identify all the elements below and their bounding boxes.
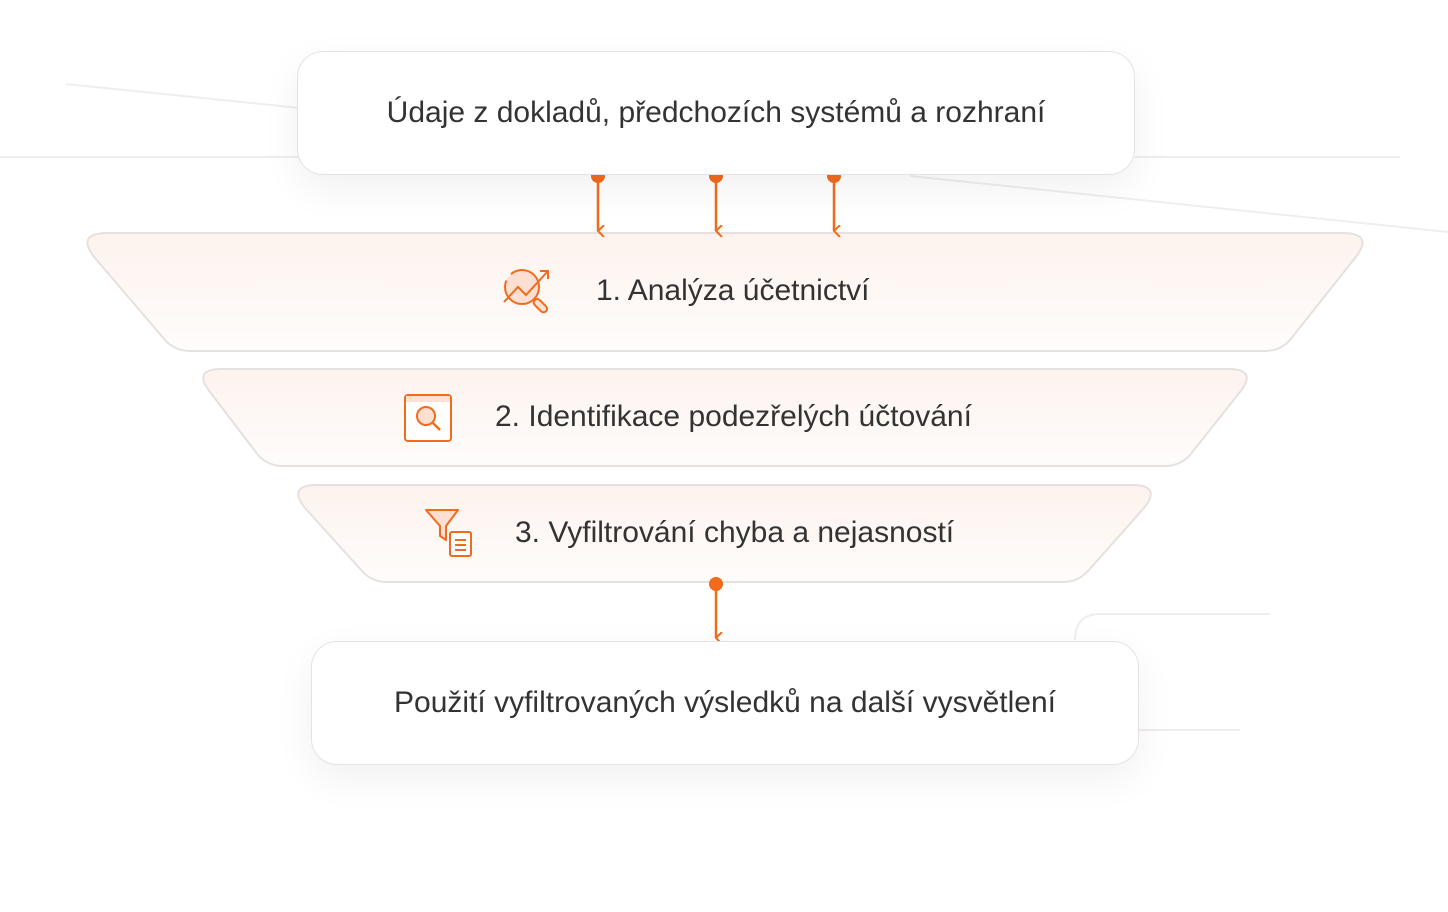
background-lines <box>0 83 1448 731</box>
funnel-step-1-label: 1. Analýza účetnictví <box>596 274 870 307</box>
chart-magnifier-icon <box>503 269 549 314</box>
funnel-step-1-shape <box>86 232 1364 352</box>
source-box: Údaje z dokladů, předchozích systémů a r… <box>297 51 1135 175</box>
arrows-in <box>591 169 841 231</box>
source-box-label: Údaje z dokladů, předchozích systémů a r… <box>386 96 1046 129</box>
result-box-label: Použití vyfiltrovaných výsledků na další… <box>394 686 1056 719</box>
search-window-icon <box>404 394 452 442</box>
filter-document-icon <box>425 509 472 557</box>
funnel-step-2-shape <box>202 368 1248 467</box>
result-box: Použití vyfiltrovaných výsledků na další… <box>311 641 1139 765</box>
funnel-step-3-label: 3. Vyfiltrování chyba a nejasností <box>515 516 955 549</box>
funnel-step-2-label: 2. Identifikace podezřelých účtování <box>495 400 972 433</box>
funnel-step-3-shape <box>297 484 1152 583</box>
arrow-out <box>709 577 723 638</box>
